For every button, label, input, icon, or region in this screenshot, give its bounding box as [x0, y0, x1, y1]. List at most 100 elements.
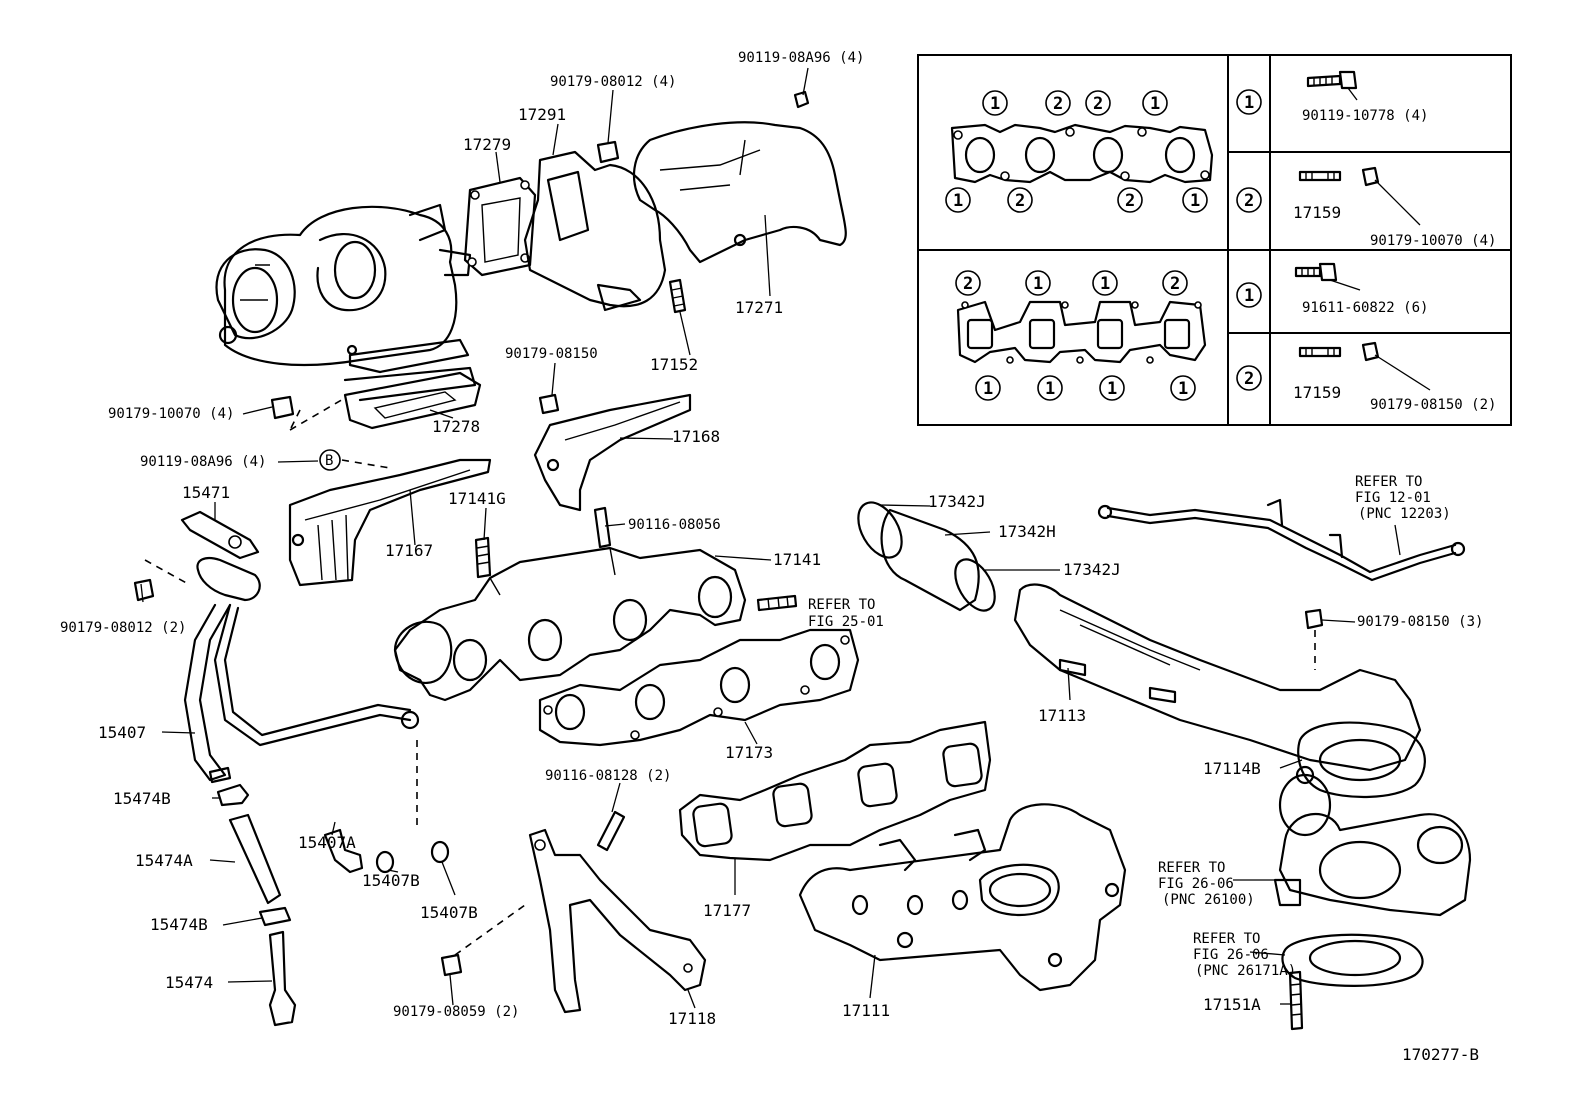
gasket-int-top-1: 2: [963, 274, 973, 294]
union-bolt-15407A: [323, 828, 364, 874]
nut-90179-08150-right: [1304, 608, 1324, 630]
label-17173: 17173: [725, 743, 773, 762]
label-17271: 17271: [735, 298, 783, 317]
label-15407B-b: 15407B: [420, 903, 478, 922]
gasket-int-bot-3: 1: [1107, 379, 1117, 399]
gasket-17177: [678, 720, 992, 862]
label-refer-26-06-a3: (PNC 26100): [1162, 892, 1255, 908]
label-17152: 17152: [650, 355, 698, 374]
label-refer-12-01-b: FIG 12-01: [1355, 490, 1431, 506]
nut-90179-10070-left: [270, 395, 295, 420]
clamp-15474B-a: [216, 783, 250, 807]
label-15474A: 15474A: [135, 851, 193, 870]
oil-pipe-15407: [183, 556, 420, 784]
hose-15474A: [228, 813, 282, 905]
label-90179-08012-top: 90179-08012 (4): [550, 74, 676, 90]
gasket-17278: [343, 371, 482, 430]
label-90119-08A96-left: 90119-08A96 (4): [140, 454, 266, 470]
label-17342H: 17342H: [998, 522, 1056, 541]
label-15474: 15474: [165, 973, 213, 992]
gasket-15471: [180, 510, 260, 560]
label-refer-26-06-b3: (PNC 26171A): [1195, 963, 1296, 979]
label-17113: 17113: [1038, 706, 1086, 725]
pipe-15474: [268, 930, 297, 1027]
label-refer-12-01-c: (PNC 12203): [1358, 506, 1451, 522]
stud-90116-08128: [596, 810, 626, 852]
gasket-exh-top-2: 2: [1053, 94, 1063, 114]
label-15407: 15407: [98, 723, 146, 742]
label-17177: 17177: [703, 901, 751, 920]
diagram-id: 170277-B: [1402, 1045, 1479, 1064]
table-row3-part: 91611-60822 (6): [1302, 300, 1428, 316]
label-15471: 15471: [182, 483, 230, 502]
bracket-17118: [528, 828, 707, 1014]
leader-lines: [140, 67, 1401, 1009]
gasket-refer-26-06-b: [1281, 933, 1424, 987]
label-refer-26-06-b2: FIG 26-06: [1193, 947, 1269, 963]
clamp-17342J-a: [857, 501, 903, 559]
gasket-exh-top-4: 1: [1150, 94, 1160, 114]
label-17167: 17167: [385, 541, 433, 560]
heat-plate-17167: [288, 458, 492, 587]
table-row2-part-a: 17159: [1293, 203, 1341, 222]
gasket-17173: [538, 628, 860, 747]
label-refer-26-06-a2: FIG 26-06: [1158, 876, 1234, 892]
label-17141G: 17141G: [448, 489, 506, 508]
label-17342J-b: 17342J: [1063, 560, 1121, 579]
gasket-exh-top-3: 2: [1093, 94, 1103, 114]
gasket-int-top-4: 2: [1170, 274, 1180, 294]
label-17278: 17278: [432, 417, 480, 436]
table-gasket-exhaust: [950, 123, 1214, 184]
nut-90179-08150-mid: [538, 393, 560, 415]
nut-90179-08012-top: [596, 140, 620, 164]
gasket-17114B: [1297, 721, 1426, 799]
clamp-15474B-b: [258, 906, 292, 927]
label-90179-08150-right: 90179-08150 (3): [1357, 614, 1483, 630]
gasket-exh-top-1: 1: [990, 94, 1000, 114]
clamp-17342J-b: [954, 558, 996, 612]
label-15474B-a: 15474B: [113, 789, 171, 808]
stud-17141G: [474, 536, 492, 579]
gasket-int-bot-4: 1: [1178, 379, 1188, 399]
label-90116-08056: 90116-08056: [628, 517, 721, 533]
gasket-int-top-2: 1: [1033, 274, 1043, 294]
label-17111: 17111: [842, 1001, 890, 1020]
label-15474B-b: 15474B: [150, 915, 208, 934]
table-row4-part-b: 90179-08150 (2): [1370, 397, 1496, 413]
table-row2-part-b: 90179-10070 (4): [1370, 233, 1496, 249]
table-gasket-intake: [956, 300, 1207, 364]
gasket-17279: [463, 176, 537, 277]
turbocharger: [215, 203, 477, 402]
table-key-column: 1 2 1 2: [1236, 89, 1262, 391]
nut-90119-08A96-top: [793, 90, 810, 109]
label-17151A: 17151A: [1203, 995, 1261, 1014]
label-17342J-a: 17342J: [928, 492, 986, 511]
label-90179-08059: 90179-08059 (2): [393, 1004, 519, 1020]
gasket-int-bot-2: 1: [1045, 379, 1055, 399]
label-refer-25-01-b: FIG 25-01: [808, 614, 884, 630]
vacuum-pipe-refer-12-01: [1097, 498, 1466, 582]
intake-manifold-17111: [798, 803, 1127, 992]
exhaust-manifold-17141: [393, 546, 747, 702]
marker-b-label: B: [325, 453, 333, 469]
label-17168: 17168: [672, 427, 720, 446]
label-90116-08128: 90116-08128 (2): [545, 768, 671, 784]
label-refer-26-06-b1: REFER TO: [1193, 931, 1260, 947]
table-row2-key: 2: [1244, 191, 1254, 211]
gasket-int-top-3: 1: [1100, 274, 1110, 294]
intake-pipe-17113: [1013, 583, 1422, 772]
label-17118: 17118: [668, 1009, 716, 1028]
label-17279: 17279: [463, 135, 511, 154]
table-row1-part: 90119-10778 (4): [1302, 108, 1428, 124]
hose-17342H: [880, 508, 980, 612]
label-90119-08A96-top: 90119-08A96 (4): [738, 50, 864, 66]
label-17114B: 17114B: [1203, 759, 1261, 778]
table-row1-key: 1: [1244, 93, 1254, 113]
table-row4-key: 2: [1244, 369, 1254, 389]
gasket-exh-bot-2: 2: [1015, 191, 1025, 211]
table-row3-key: 1: [1244, 286, 1254, 306]
stud-90116-08056: [593, 506, 612, 549]
nut-90179-08012-left: [133, 578, 155, 602]
gasket-15407B-a: [375, 850, 395, 874]
